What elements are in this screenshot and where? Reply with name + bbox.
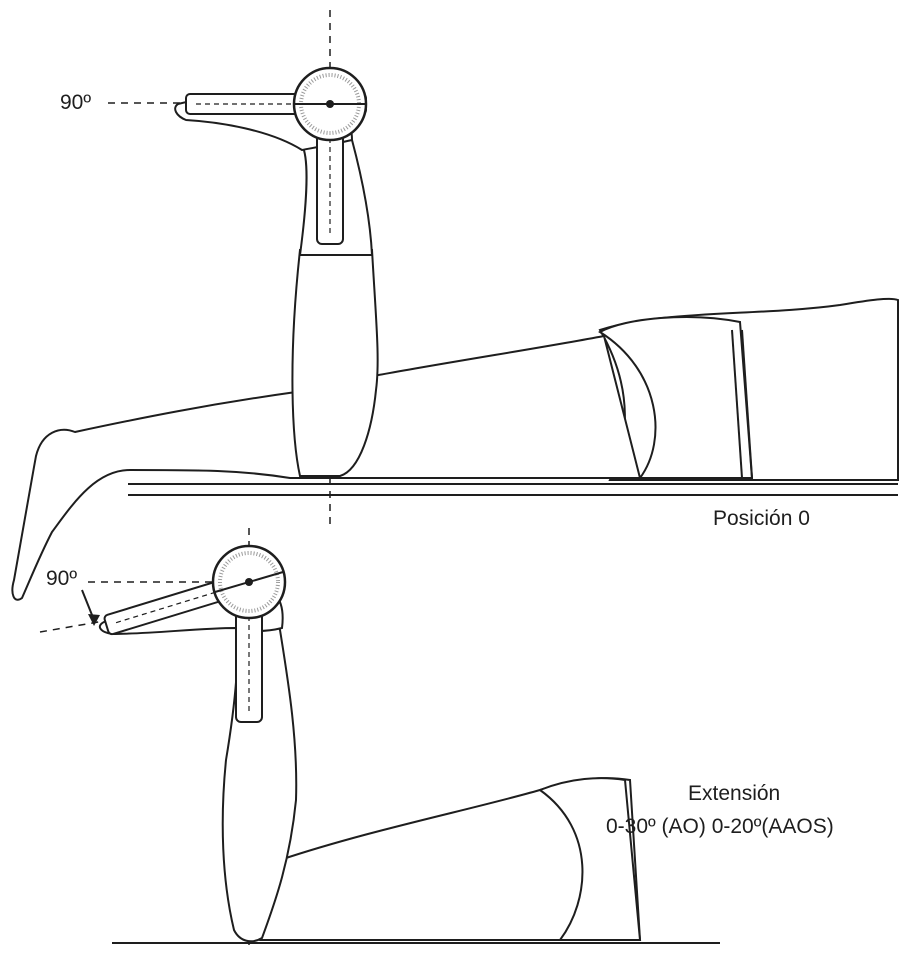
extension-arrowhead: [88, 614, 100, 626]
angle-label-bottom: 90º: [46, 568, 77, 589]
goniometer-top: [186, 68, 366, 244]
angle-label-top: 90º: [60, 92, 91, 113]
extension-title: Extensión: [688, 783, 780, 804]
bottom-panel: [40, 528, 720, 945]
extension-range: 0-30º (AO) 0-20º(AAOS): [606, 816, 834, 837]
position-caption: Posición 0: [713, 508, 810, 529]
bent-thigh-top: [292, 250, 377, 476]
